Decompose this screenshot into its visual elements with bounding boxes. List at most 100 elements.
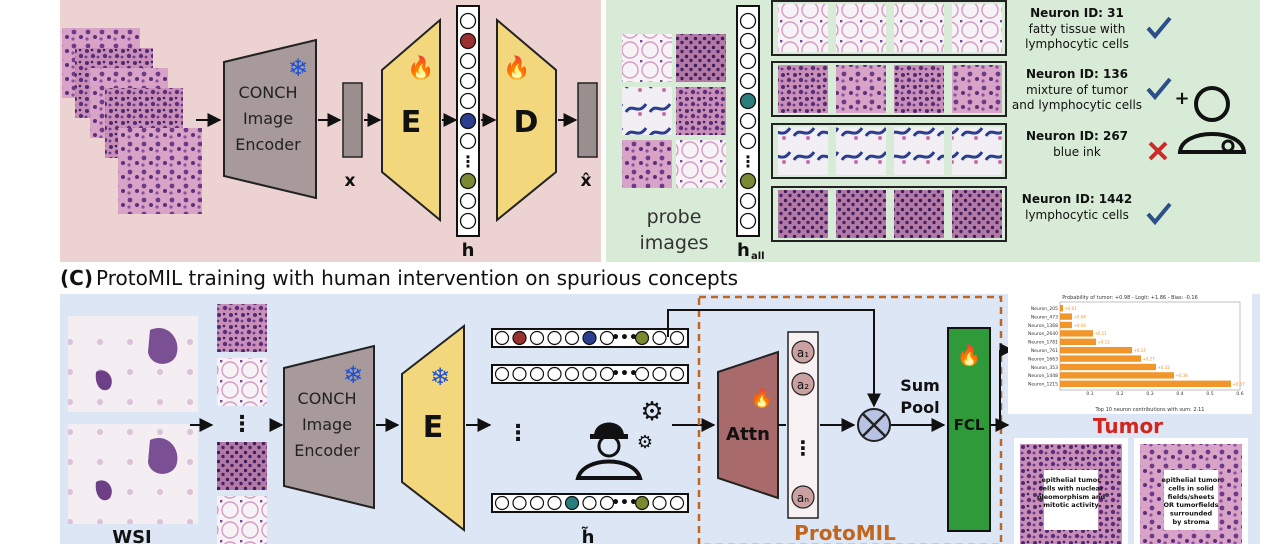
bar: [1060, 330, 1093, 337]
value-label: +0.01: [1065, 306, 1078, 311]
sum-label: Sum: [900, 376, 940, 395]
category-label: Neuron_1781: [1028, 340, 1058, 346]
ellipsis: •••: [611, 495, 638, 511]
neuron-cell: [582, 495, 597, 511]
chart-title: Probability of tumor: +0.98 - Logit: +1.…: [1062, 295, 1198, 301]
neuron-cell: [739, 192, 757, 210]
an-label: aₙ: [797, 491, 809, 505]
body-icon: [575, 459, 643, 480]
neuron-description: mixture of tumor: [1026, 83, 1128, 97]
neuron-cell: [512, 495, 527, 511]
panel-a: CONCH Image Encoder ❄ x E 🔥 ⋮ h D 🔥 x̂: [60, 0, 601, 262]
neuron-description: lymphocytic cells: [1025, 37, 1129, 51]
category-label: Neuron_1368: [1028, 323, 1058, 329]
neuron-cell: [564, 330, 580, 346]
neuron-cell: [459, 12, 477, 30]
h-tilde-rows: •••••••••: [491, 328, 689, 513]
neuron-row-frame: [771, 123, 1007, 179]
neuron-cell: [599, 366, 615, 382]
neuron-image: [836, 4, 886, 52]
neuron-description: fatty tissue with: [1029, 22, 1126, 36]
neuron-cell: [599, 330, 615, 346]
wsi-thumbnails: [68, 316, 198, 524]
neuron-cell: [459, 192, 477, 210]
panel-c-prefix: (C): [60, 266, 93, 290]
value-label: +0.27: [1143, 356, 1156, 361]
bar: [1060, 338, 1096, 345]
prototype-caption: by stroma: [1173, 518, 1210, 526]
bar: [1060, 313, 1072, 320]
probe-image-grid: [622, 34, 726, 188]
value-label: +0.12: [1098, 340, 1111, 345]
prototype-caption: epithelial tumor: [1162, 476, 1222, 484]
wsi-image: [68, 316, 198, 412]
flame-icon: 🔥: [751, 387, 773, 409]
probe-image: [676, 140, 726, 188]
chart-xlabel: Top 10 neuron contributions with sum: 2.…: [1095, 407, 1205, 413]
flame-icon: 🔥: [957, 343, 982, 367]
plot-frame: [1059, 301, 1241, 391]
neuron-id: Neuron ID: 1442: [1022, 192, 1132, 206]
neuron-cell: [459, 112, 477, 130]
x-tick-label: 0.6: [1236, 391, 1243, 397]
neuron-image: [778, 127, 828, 175]
encoder-label-line2: Image: [302, 415, 352, 434]
flame-icon: 🔥: [503, 55, 530, 81]
ellipsis: ⋮: [740, 152, 756, 171]
neuron-cell: [739, 32, 757, 50]
panel-c-title: ProtoMIL training with human interventio…: [96, 266, 738, 290]
bar: [1060, 380, 1231, 387]
contribution-chart: Probability of tumor: +0.98 - Logit: +1.…: [1008, 290, 1252, 414]
wsi-tissue: [95, 370, 112, 391]
neuron-cell: [739, 12, 757, 30]
neuron-image: [778, 65, 828, 113]
neuron-cell: [459, 32, 477, 50]
neuron-id: Neuron ID: 31: [1030, 6, 1124, 20]
h-tilde-label: h̃: [581, 527, 594, 544]
prototype-caption-box: [1164, 470, 1218, 530]
gear-icon: ⚙: [637, 432, 653, 453]
prototype-caption: mitotic activity: [1043, 501, 1099, 509]
value-label: +0.04: [1074, 314, 1087, 319]
category-label: Neuron_761: [1031, 348, 1058, 354]
prototype-caption: OR tumorfields: [1164, 501, 1219, 509]
check-icon: [1146, 77, 1172, 101]
a2-label: a₂: [797, 378, 809, 392]
conch-encoder-a: CONCH Image Encoder ❄: [223, 38, 317, 200]
neuron-cell: [669, 330, 685, 346]
prototype-caption: cells in solid: [1168, 484, 1214, 492]
plus-icon: +: [1174, 88, 1189, 109]
x-tick-label: 0.4: [1176, 391, 1183, 397]
snowflake-icon: ❄: [430, 363, 450, 391]
encoder-e-c: E ❄: [401, 323, 465, 533]
neuron-image: [952, 65, 1002, 113]
neuron-cell: [494, 330, 510, 346]
bar: [1060, 305, 1063, 312]
d-label: D: [514, 105, 539, 140]
bar: [1060, 347, 1132, 354]
pool-label: Pool: [900, 398, 939, 417]
neuron-cell: [564, 366, 580, 382]
value-label: +0.38: [1176, 373, 1189, 378]
neuron-id: Neuron ID: 136: [1026, 67, 1128, 81]
neuron-cell: [547, 330, 562, 346]
neuron-image: [836, 65, 886, 113]
value-label: +0.32: [1158, 365, 1171, 370]
probe-image: [622, 87, 672, 135]
snowflake-icon: ❄: [343, 361, 363, 389]
a1-label: a₁: [797, 346, 809, 360]
neuron-cell: [582, 366, 597, 382]
reconstruction-xhat: [577, 82, 598, 158]
neuron-cell: [652, 366, 667, 382]
neuron-image: [894, 4, 944, 52]
x-tick-label: 0.2: [1116, 391, 1123, 397]
fcl-block: [947, 327, 991, 532]
e-trapezoid: [381, 17, 441, 223]
multiply-icon: [862, 413, 886, 437]
value-label: +0.04: [1074, 323, 1087, 328]
encoder-trapezoid: [223, 38, 317, 200]
multiply-operator: [857, 408, 891, 442]
body-icon: [1177, 132, 1247, 154]
x-tick-label: 0.3: [1146, 391, 1153, 397]
